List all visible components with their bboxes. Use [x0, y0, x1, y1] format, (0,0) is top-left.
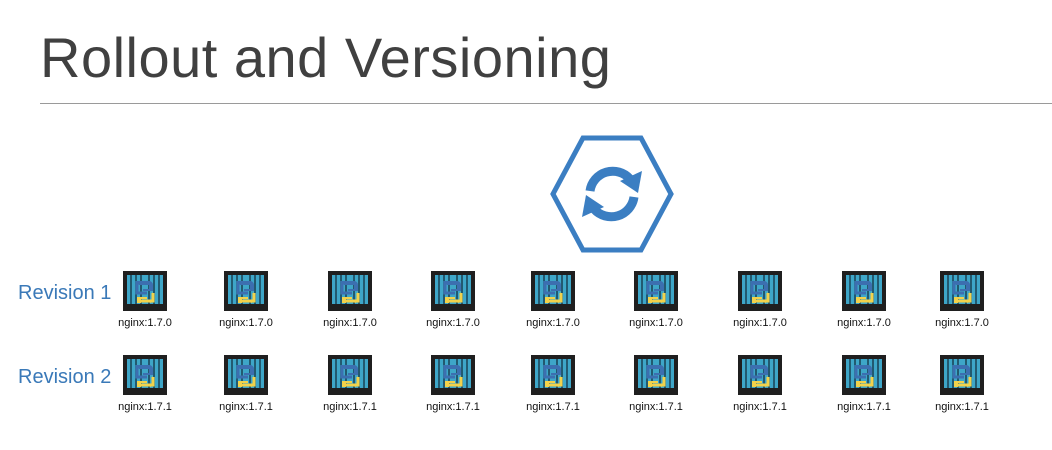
title-divider [40, 103, 1052, 104]
container-image-icon [123, 271, 167, 311]
revision-1-label: Revision 1 [18, 282, 112, 304]
pod-image-label: nginx:1.7.0 [837, 317, 891, 329]
pod-image-label: nginx:1.7.1 [118, 401, 172, 413]
pod-image-label: nginx:1.7.0 [323, 317, 377, 329]
container-image-icon [328, 271, 372, 311]
pod-tile: nginx:1.7.1 [100, 355, 190, 413]
container-image-icon [431, 355, 475, 395]
container-image-icon [738, 271, 782, 311]
pod-image-label: nginx:1.7.1 [323, 401, 377, 413]
pod-tile: nginx:1.7.1 [508, 355, 598, 413]
pod-tile: nginx:1.7.0 [408, 271, 498, 329]
slide-title: Rollout and Versioning [40, 26, 612, 89]
pod-tile: nginx:1.7.0 [611, 271, 701, 329]
pod-tile: nginx:1.7.0 [715, 271, 805, 329]
pod-image-label: nginx:1.7.0 [733, 317, 787, 329]
pod-image-label: nginx:1.7.1 [733, 401, 787, 413]
pod-image-label: nginx:1.7.1 [935, 401, 989, 413]
pod-image-label: nginx:1.7.0 [426, 317, 480, 329]
pod-tile: nginx:1.7.0 [819, 271, 909, 329]
pod-image-label: nginx:1.7.0 [526, 317, 580, 329]
container-image-icon [842, 355, 886, 395]
pod-tile: nginx:1.7.1 [305, 355, 395, 413]
pod-image-label: nginx:1.7.1 [426, 401, 480, 413]
container-image-icon [634, 271, 678, 311]
pod-image-label: nginx:1.7.0 [629, 317, 683, 329]
container-image-icon [328, 355, 372, 395]
pod-image-label: nginx:1.7.1 [526, 401, 580, 413]
pod-tile: nginx:1.7.0 [917, 271, 1007, 329]
container-image-icon [842, 271, 886, 311]
revision-2-label: Revision 2 [18, 366, 112, 388]
pod-tile: nginx:1.7.1 [917, 355, 1007, 413]
container-image-icon [634, 355, 678, 395]
refresh-hexagon-icon [550, 135, 674, 253]
container-image-icon [531, 355, 575, 395]
pod-tile: nginx:1.7.0 [305, 271, 395, 329]
container-image-icon [738, 355, 782, 395]
pod-tile: nginx:1.7.0 [201, 271, 291, 329]
pod-tile: nginx:1.7.0 [508, 271, 598, 329]
pod-image-label: nginx:1.7.1 [219, 401, 273, 413]
pod-tile: nginx:1.7.1 [819, 355, 909, 413]
pod-image-label: nginx:1.7.0 [935, 317, 989, 329]
pod-image-label: nginx:1.7.0 [118, 317, 172, 329]
pod-tile: nginx:1.7.1 [611, 355, 701, 413]
pod-tile: nginx:1.7.0 [100, 271, 190, 329]
container-image-icon [940, 355, 984, 395]
container-image-icon [224, 355, 268, 395]
container-image-icon [431, 271, 475, 311]
container-image-icon [224, 271, 268, 311]
pod-tile: nginx:1.7.1 [715, 355, 805, 413]
pod-tile: nginx:1.7.1 [408, 355, 498, 413]
pod-tile: nginx:1.7.1 [201, 355, 291, 413]
pod-image-label: nginx:1.7.1 [629, 401, 683, 413]
pod-image-label: nginx:1.7.1 [837, 401, 891, 413]
container-image-icon [123, 355, 167, 395]
pod-image-label: nginx:1.7.0 [219, 317, 273, 329]
container-image-icon [531, 271, 575, 311]
container-image-icon [940, 271, 984, 311]
